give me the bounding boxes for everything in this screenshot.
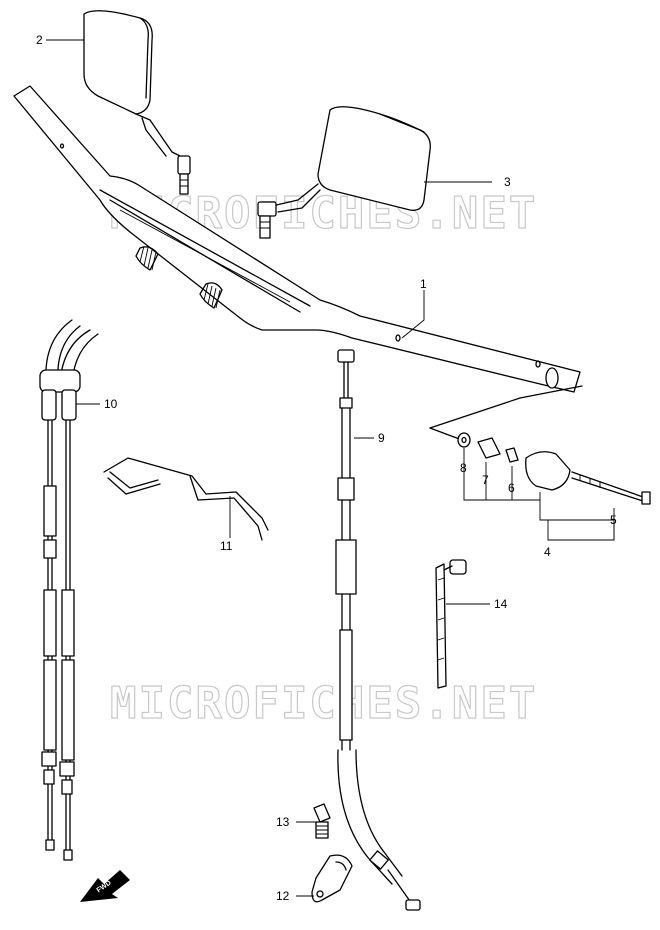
callout-5: 5 [610,513,617,527]
callout-4: 4 [544,545,551,559]
clutch-cable [335,349,421,911]
mirror-right [257,106,431,239]
callout-14: 14 [494,597,508,611]
forward-arrow: FWD [80,870,130,902]
callout-10: 10 [104,397,118,411]
balancer-assembly [429,385,651,505]
handlebar [13,85,581,393]
callout-12: 12 [276,889,290,903]
callout-7: 7 [482,473,489,487]
cable-tie [435,559,467,689]
mirror-left [83,10,191,195]
callout-9: 9 [378,431,385,445]
bracket-wire [103,457,269,541]
callout-labels: 2 3 1 10 9 8 7 6 5 4 11 14 13 12 [36,33,617,903]
callout-3: 3 [504,175,511,189]
bolt-13 [313,803,331,839]
throttle-cables [39,319,99,861]
watermark-bottom: MICROFICHES.NET [110,678,537,729]
callout-1: 1 [420,277,427,291]
callout-13: 13 [276,815,290,829]
callout-6: 6 [508,481,515,495]
leader-lines [46,39,615,897]
callout-11: 11 [220,539,233,553]
callout-8: 8 [460,461,467,475]
clamp-12 [311,854,353,903]
callout-2: 2 [36,33,43,47]
